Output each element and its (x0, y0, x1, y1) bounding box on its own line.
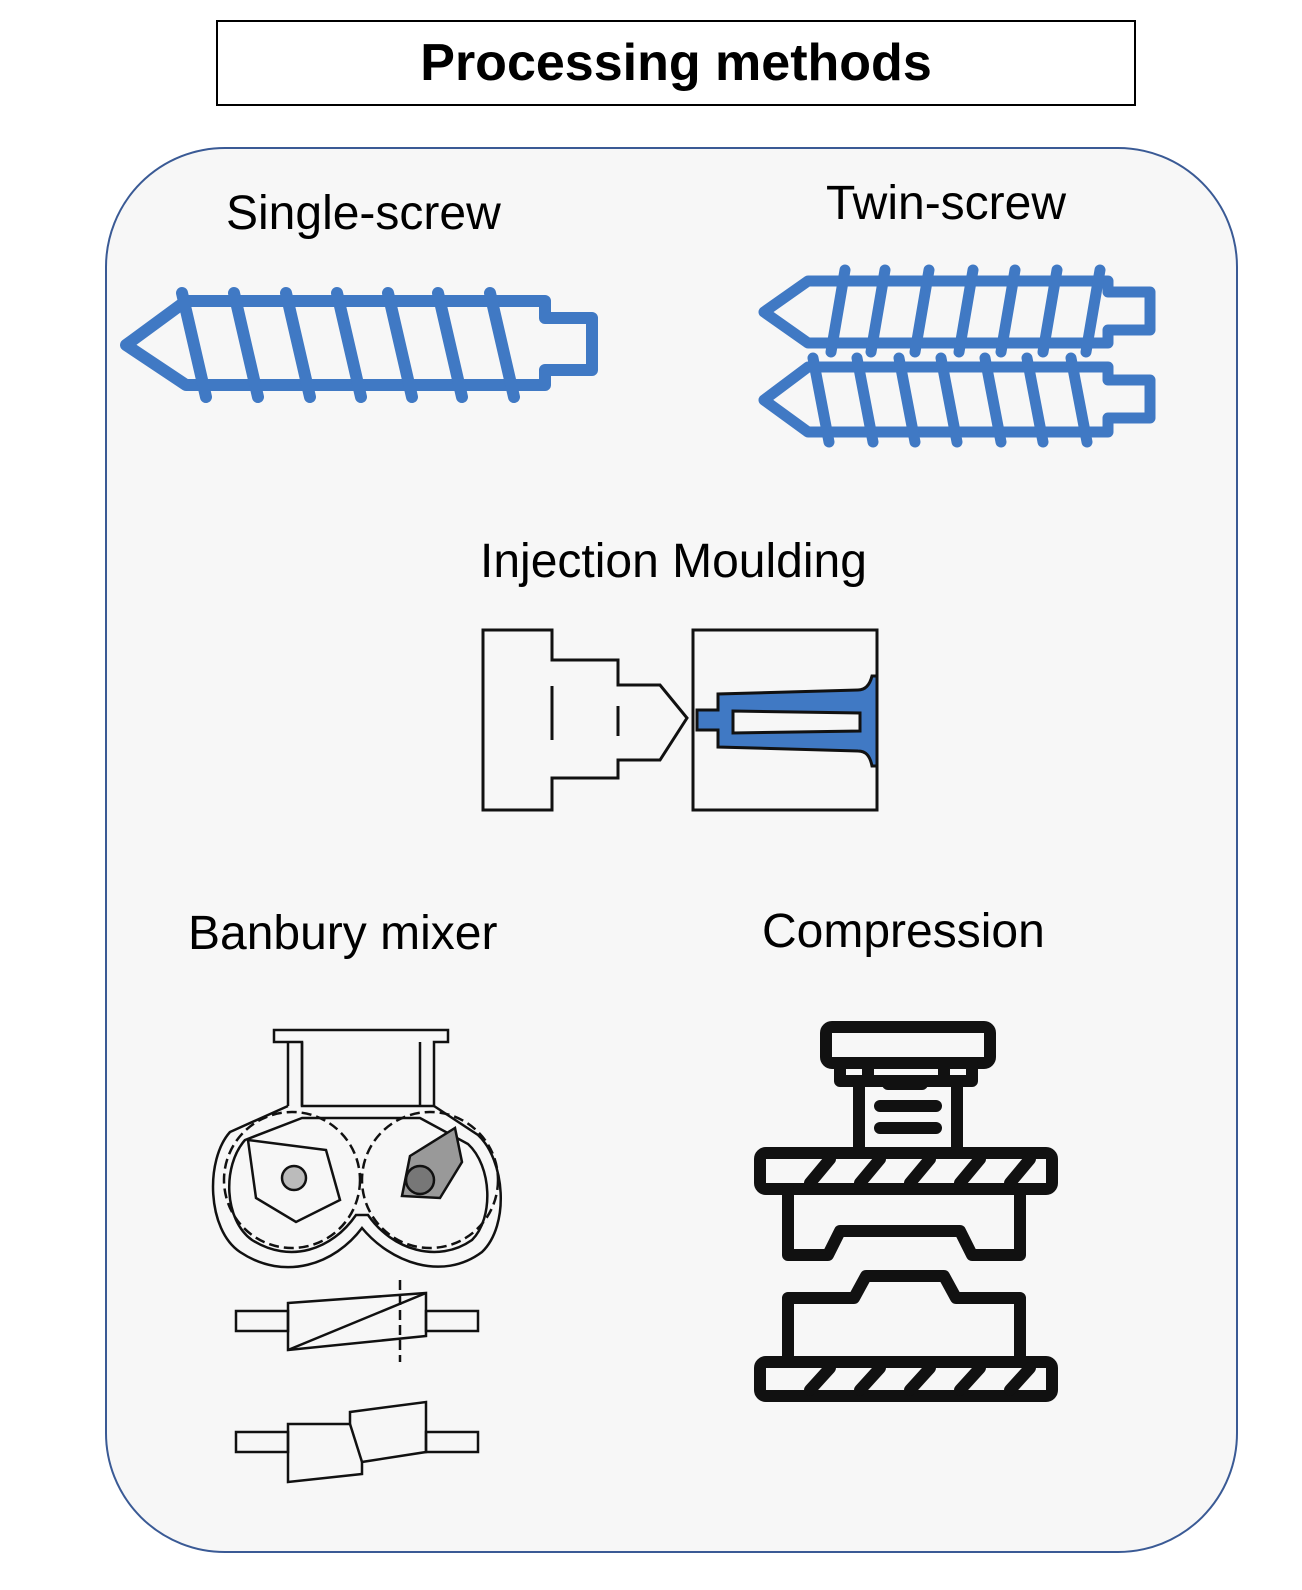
label-compression: Compression (762, 905, 1045, 958)
methods-panel (105, 147, 1238, 1553)
label-single-screw: Single-screw (226, 187, 501, 240)
label-banbury-mixer: Banbury mixer (188, 907, 498, 960)
label-twin-screw: Twin-screw (826, 177, 1067, 230)
label-injection-moulding: Injection Moulding (480, 535, 867, 588)
title-box: Processing methods (216, 20, 1136, 106)
diagram-title: Processing methods (420, 34, 932, 92)
